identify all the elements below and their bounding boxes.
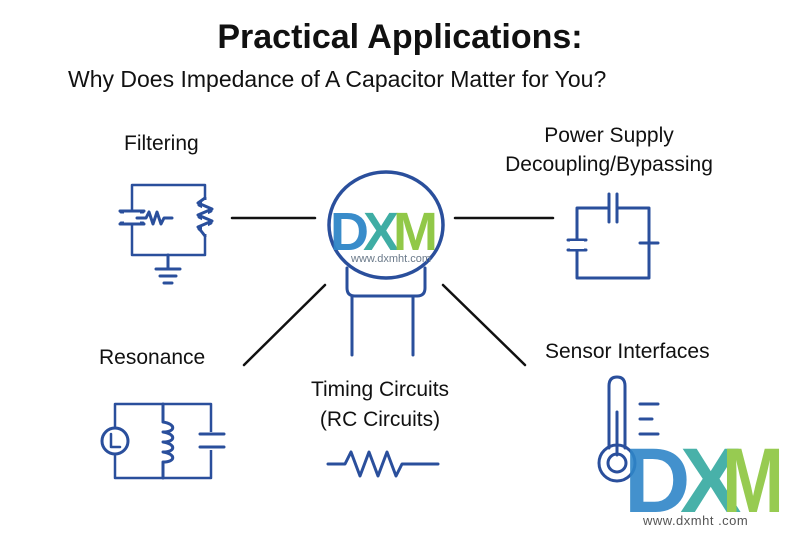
timing-label-line2: (RC Circuits) [319,408,441,431]
watermark-letter-m: M [722,430,784,532]
watermark-url-small: www.dxmht.com [351,253,432,265]
dxm-watermark-large: D X M [624,430,784,532]
watermark-url-large: www.dxmht .com [643,513,749,528]
dxm-logo-small: D X M [330,202,438,262]
sensor-interfaces-label: Sensor Interfaces [545,340,710,363]
lc-circuit-icon [100,402,226,480]
page-subtitle: Why Does Impedance of A Capacitor Matter… [68,66,607,92]
thermometer-icon [597,375,660,483]
decoupling-circuit-icon [566,192,660,280]
watermark-letter-x: X [680,430,741,532]
power-supply-label-line2: Decoupling/Bypassing [505,153,713,176]
central-capacitor-icon [327,170,445,357]
logo-letter-x: X [363,202,399,262]
page-title: Practical Applications: [217,18,583,56]
timing-label-line1: Timing Circuits [310,378,450,401]
filtering-label: Filtering [124,132,199,155]
watermark-letter-d: D [624,430,690,532]
connector-resonance [242,283,327,367]
logo-letter-d: D [330,202,369,262]
power-supply-label-line1: Power Supply [544,124,674,147]
filter-circuit-icon [118,183,214,285]
resonance-label: Resonance [99,346,206,369]
logo-letter-m: M [393,202,438,262]
resistor-icon [326,450,440,478]
connector-sensor [441,283,527,367]
